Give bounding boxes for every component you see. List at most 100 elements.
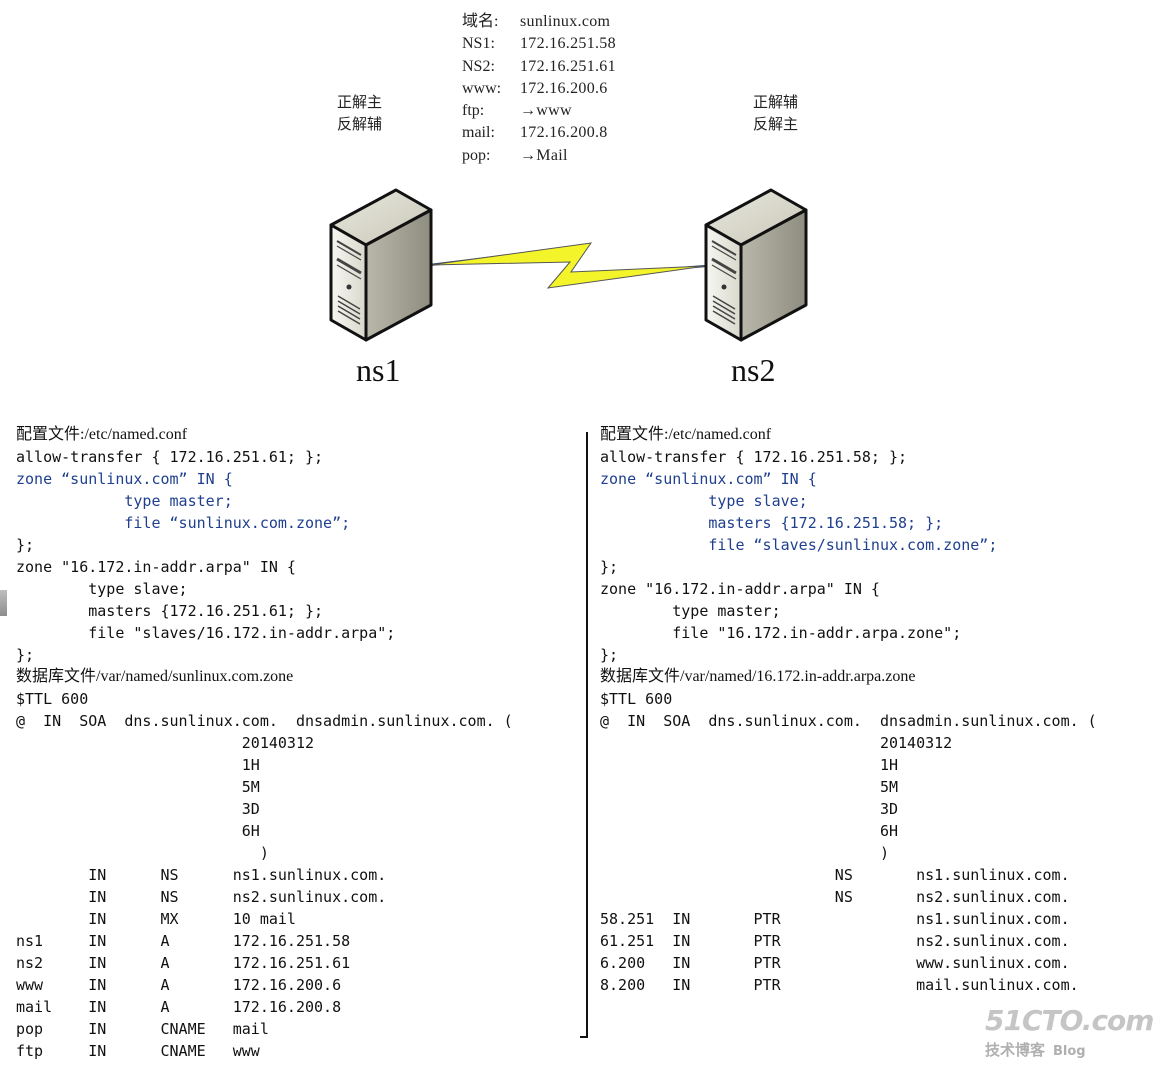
config-line: IN MX 10 mail bbox=[16, 910, 296, 928]
config-line: 配置文件:/etc/named.conf bbox=[600, 426, 772, 443]
config-line: 配置文件:/etc/named.conf bbox=[16, 426, 188, 443]
info-key: ftp: bbox=[462, 102, 485, 120]
config-line: 5M bbox=[16, 778, 260, 796]
ns1-role-line1: 正解主 bbox=[337, 93, 383, 111]
config-line: IN NS ns1.sunlinux.com. bbox=[16, 866, 387, 884]
watermark-sub-row: 技术博客 Blog bbox=[985, 1039, 1153, 1060]
config-line: www IN A 172.16.200.6 bbox=[16, 976, 342, 994]
config-line: }; bbox=[600, 646, 619, 664]
config-line: 5M bbox=[600, 778, 899, 796]
config-line: masters {172.16.251.58; }; bbox=[600, 514, 944, 532]
config-line: IN NS ns2.sunlinux.com. bbox=[16, 888, 387, 906]
column-divider-foot bbox=[580, 1036, 588, 1038]
ns1-name: ns1 bbox=[356, 352, 401, 388]
domain-info-block: 域名: sunlinux.com NS1: 172.16.251.58 NS2:… bbox=[462, 11, 616, 167]
config-line: ) bbox=[16, 844, 269, 862]
info-row-pop: pop: →Mail bbox=[462, 145, 616, 167]
config-line: 58.251 IN PTR ns1.sunlinux.com. bbox=[600, 910, 1070, 928]
info-key: mail: bbox=[462, 124, 495, 142]
config-line: 1H bbox=[600, 756, 899, 774]
info-value: sunlinux.com bbox=[520, 13, 611, 30]
info-value: →Mail bbox=[520, 146, 568, 164]
config-line: 3D bbox=[16, 800, 260, 818]
config-line: file "16.172.in-addr.arpa.zone"; bbox=[600, 624, 962, 642]
config-line: ) bbox=[600, 844, 889, 862]
edge-artifact bbox=[0, 590, 7, 616]
config-line: 数据库文件/var/named/16.172.in-addr.arpa.zone bbox=[600, 668, 916, 685]
watermark-sub: 技术博客 bbox=[985, 1041, 1046, 1059]
config-line: 1H bbox=[16, 756, 260, 774]
config-line: allow-transfer { 172.16.251.61; }; bbox=[16, 448, 324, 466]
config-line: type master; bbox=[16, 492, 233, 510]
config-line: file "slaves/16.172.in-addr.arpa"; bbox=[16, 624, 396, 642]
config-line: }; bbox=[16, 646, 35, 664]
info-row-mail: mail: 172.16.200.8 bbox=[462, 122, 616, 144]
ns2-config-block: 配置文件:/etc/named.conf allow-transfer { 172… bbox=[600, 424, 1097, 996]
watermark-blog: Blog bbox=[1053, 1044, 1086, 1059]
config-line: ftp IN CNAME www bbox=[16, 1042, 260, 1060]
config-line: 61.251 IN PTR ns2.sunlinux.com. bbox=[600, 932, 1070, 950]
config-line: NS ns2.sunlinux.com. bbox=[600, 888, 1070, 906]
config-line: type slave; bbox=[600, 492, 808, 510]
ns2-role-line1: 正解辅 bbox=[753, 93, 799, 111]
config-line: 20140312 bbox=[16, 734, 315, 752]
config-line: }; bbox=[16, 536, 35, 554]
info-row-ns1: NS1: 172.16.251.58 bbox=[462, 33, 616, 55]
config-line: 20140312 bbox=[600, 734, 953, 752]
info-row-ftp: ftp: →www bbox=[462, 100, 616, 122]
config-line: 6.200 IN PTR www.sunlinux.com. bbox=[600, 954, 1070, 972]
info-key: www: bbox=[462, 79, 502, 97]
config-line: file “sunlinux.com.zone”; bbox=[16, 514, 351, 532]
ns2-role-label: 正解辅 反解主 bbox=[753, 91, 798, 135]
watermark-main: 51CTO.com bbox=[985, 1004, 1153, 1037]
info-key: NS2: bbox=[462, 57, 495, 75]
config-line: $TTL 600 bbox=[16, 690, 89, 708]
config-line: type master; bbox=[600, 602, 781, 620]
ns1-role-line2: 反解辅 bbox=[337, 115, 383, 133]
ns2-server-icon bbox=[704, 188, 808, 342]
config-line: pop IN CNAME mail bbox=[16, 1020, 269, 1038]
ns2-name: ns2 bbox=[731, 352, 776, 388]
info-key: pop: bbox=[462, 146, 491, 164]
config-line: zone “sunlinux.com” IN { bbox=[16, 470, 233, 488]
config-line: 6H bbox=[16, 822, 260, 840]
config-line: file “slaves/sunlinux.com.zone”; bbox=[600, 536, 998, 554]
config-line: 8.200 IN PTR mail.sunlinux.com. bbox=[600, 976, 1079, 994]
ns1-config-block: 配置文件:/etc/named.conf allow-transfer { 172… bbox=[16, 424, 513, 1062]
info-row-domain: 域名: sunlinux.com bbox=[462, 11, 616, 33]
config-line: @ IN SOA dns.sunlinux.com. dnsadmin.sunl… bbox=[600, 712, 1097, 730]
info-value: 172.16.251.61 bbox=[520, 57, 616, 75]
lightning-link-icon bbox=[429, 242, 707, 289]
link-line-right bbox=[627, 264, 707, 274]
info-row-www: www: 172.16.200.6 bbox=[462, 78, 616, 100]
watermark-logo: 51CTO.com 技术博客 Blog bbox=[985, 1004, 1153, 1060]
config-line: NS ns1.sunlinux.com. bbox=[600, 866, 1070, 884]
diagram-page: 域名: sunlinux.com NS1: 172.16.251.58 NS2:… bbox=[0, 11, 1153, 1062]
config-line: masters {172.16.251.61; }; bbox=[16, 602, 324, 620]
config-line: mail IN A 172.16.200.8 bbox=[16, 998, 342, 1016]
config-line: ns2 IN A 172.16.251.61 bbox=[16, 954, 351, 972]
config-line: 3D bbox=[600, 800, 899, 818]
column-divider bbox=[586, 432, 588, 1038]
info-key: 域名: bbox=[462, 13, 499, 30]
info-row-ns2: NS2: 172.16.251.61 bbox=[462, 56, 616, 78]
info-value: 172.16.200.8 bbox=[520, 124, 608, 142]
config-line: zone “sunlinux.com” IN { bbox=[600, 470, 817, 488]
ns2-role-line2: 反解主 bbox=[753, 115, 799, 133]
config-line: zone "16.172.in-addr.arpa" IN { bbox=[16, 558, 296, 576]
link-line-left bbox=[429, 254, 504, 267]
info-value: →www bbox=[520, 102, 572, 120]
info-value: 172.16.200.6 bbox=[520, 79, 608, 97]
config-line: type slave; bbox=[16, 580, 188, 598]
config-line: @ IN SOA dns.sunlinux.com. dnsadmin.sunl… bbox=[16, 712, 513, 730]
ns1-server-icon bbox=[329, 188, 433, 342]
config-line: 6H bbox=[600, 822, 899, 840]
config-line: allow-transfer { 172.16.251.58; }; bbox=[600, 448, 908, 466]
info-value: 172.16.251.58 bbox=[520, 35, 616, 53]
config-line: ns1 IN A 172.16.251.58 bbox=[16, 932, 351, 950]
config-line: 数据库文件/var/named/sunlinux.com.zone bbox=[16, 668, 294, 685]
info-key: NS1: bbox=[462, 35, 495, 53]
config-line: $TTL 600 bbox=[600, 690, 673, 708]
ns1-role-label: 正解主 反解辅 bbox=[337, 91, 382, 135]
config-line: zone "16.172.in-addr.arpa" IN { bbox=[600, 580, 880, 598]
